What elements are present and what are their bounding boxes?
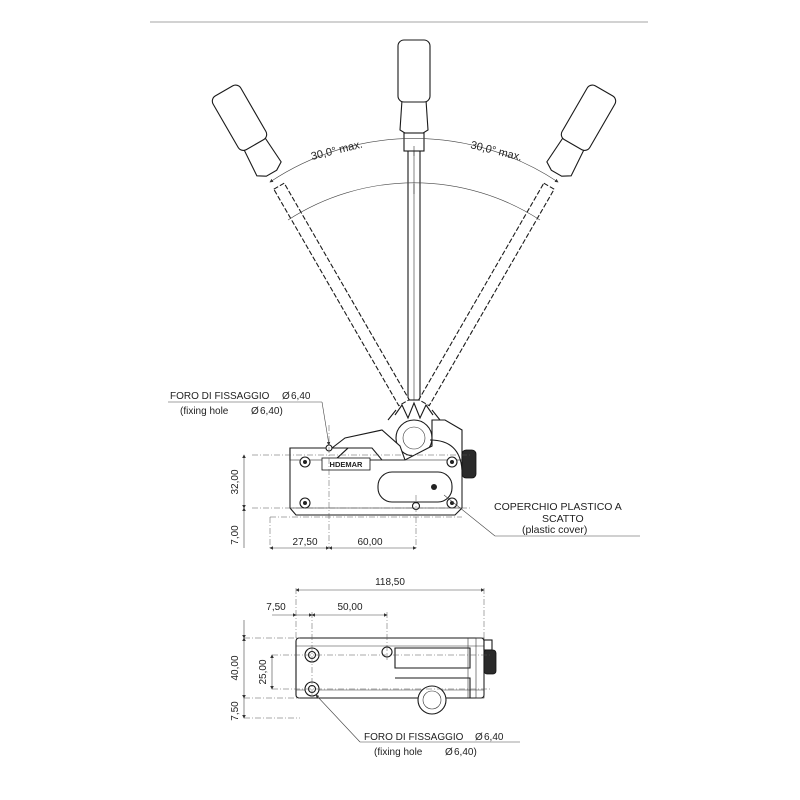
angle-label-left: 30,0° max.	[310, 139, 364, 163]
svg-text:Ø: Ø	[251, 406, 259, 417]
dim-118: 118,50	[375, 577, 405, 588]
svg-text:6,40: 6,40	[484, 732, 504, 743]
svg-text:(fixing hole: (fixing hole	[374, 747, 423, 758]
svg-text:Ø: Ø	[475, 732, 483, 743]
lever-left	[211, 84, 410, 407]
cover-dot	[431, 484, 437, 490]
svg-text:FORO DI FISSAGGIO: FORO DI FISSAGGIO	[170, 391, 270, 402]
plastic-cover	[377, 471, 453, 503]
dim-25: 25,00	[258, 659, 269, 684]
dim-32: 32,00	[230, 469, 241, 494]
top-view-body	[295, 637, 485, 699]
top-knob-stub	[483, 639, 493, 651]
svg-text:6,40): 6,40)	[454, 747, 477, 758]
dim-60: 60,00	[357, 537, 382, 548]
top-side-knob	[483, 649, 497, 675]
angle-arc-inner	[287, 182, 541, 221]
lever-center	[397, 39, 431, 401]
fixing-hole-label-top: FORO DI FISSAGGIO Ø 6,40 (fixing hole Ø …	[315, 694, 520, 758]
svg-text:COPERCHIO PLASTICO A: COPERCHIO PLASTICO A	[494, 501, 622, 513]
plastic-cover-label: COPERCHIO PLASTICO A SCATTO (plastic cov…	[443, 494, 640, 537]
svg-text:6,40): 6,40)	[260, 406, 283, 417]
pivot-gear	[387, 401, 441, 457]
brand-plate	[321, 457, 371, 471]
dim-7: 7,00	[230, 525, 241, 545]
lever-right	[418, 84, 617, 407]
angle-label-right: 30,0° max.	[469, 139, 523, 163]
side-knob	[461, 449, 477, 479]
svg-text:SCATTO: SCATTO	[542, 513, 584, 525]
fixing-hole-label-side: FORO DI FISSAGGIO Ø 6,40 (fixing hole Ø …	[168, 391, 331, 446]
svg-text:Ø: Ø	[445, 747, 453, 758]
brand-label: HDEMAR	[330, 460, 363, 469]
svg-text:(fixing hole: (fixing hole	[180, 406, 229, 417]
angle-arc-outer	[269, 138, 559, 183]
top-lever-knob	[417, 685, 447, 715]
svg-text:FORO DI FISSAGGIO: FORO DI FISSAGGIO	[364, 732, 464, 743]
svg-text:Ø: Ø	[282, 391, 290, 402]
svg-text:(plastic cover): (plastic cover)	[522, 524, 587, 536]
dim-40: 40,00	[230, 655, 241, 680]
svg-text:6,40: 6,40	[291, 391, 311, 402]
dim-7-50-a: 7,50	[266, 602, 286, 613]
dim-7-50-b: 7,50	[230, 701, 241, 721]
dim-50: 50,00	[337, 602, 362, 613]
dim-27: 27,50	[292, 537, 317, 548]
